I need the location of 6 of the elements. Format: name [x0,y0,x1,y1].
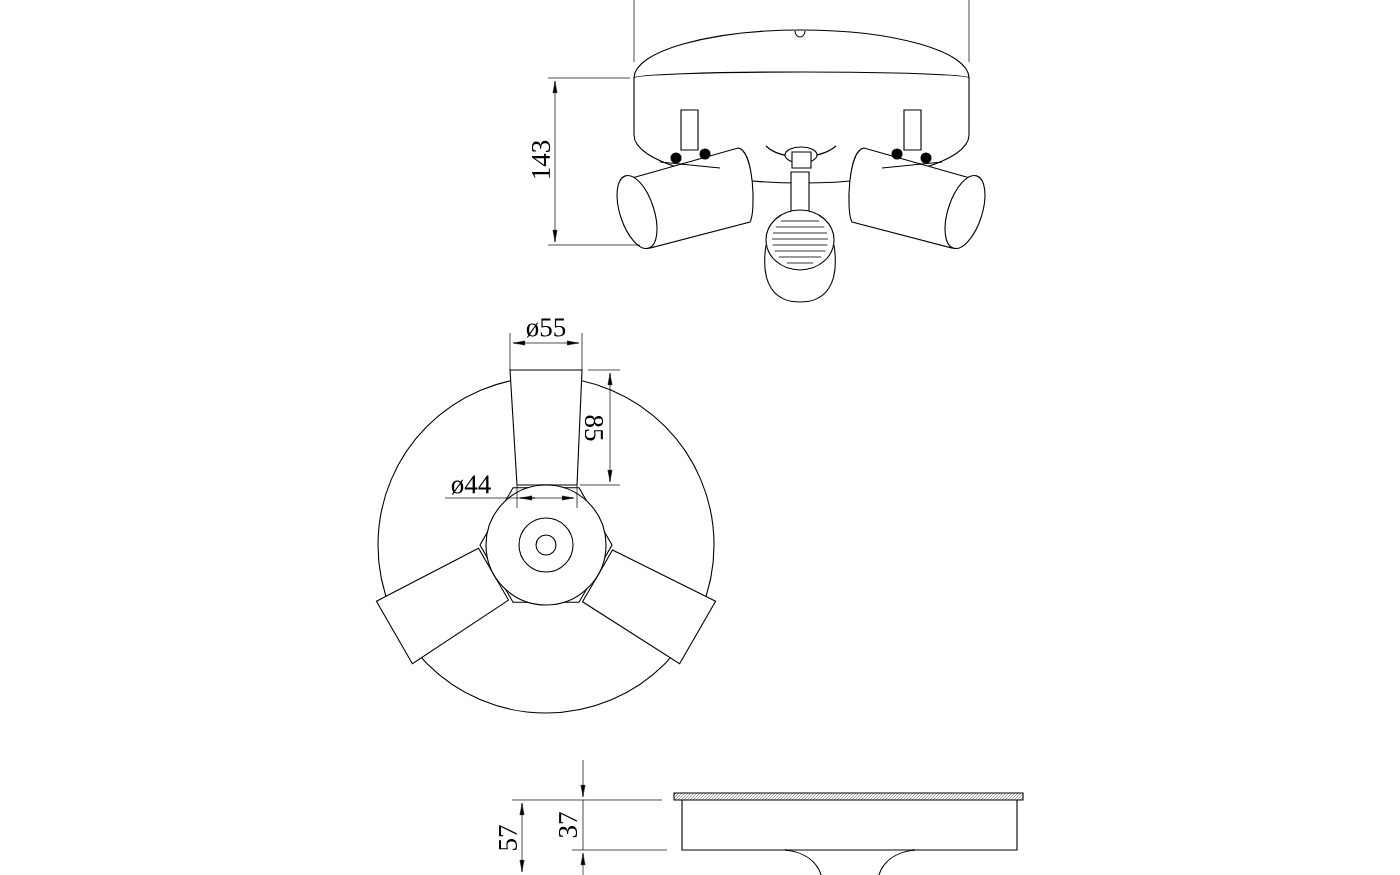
dimension-label: ø44 [451,475,491,495]
dimension-label: ø55 [526,318,566,338]
dimension-label: 143 [531,140,551,178]
dimension-label: 37 [558,812,578,838]
dimension-label: 57 [499,825,517,850]
dimension-label: 85 [584,415,604,441]
